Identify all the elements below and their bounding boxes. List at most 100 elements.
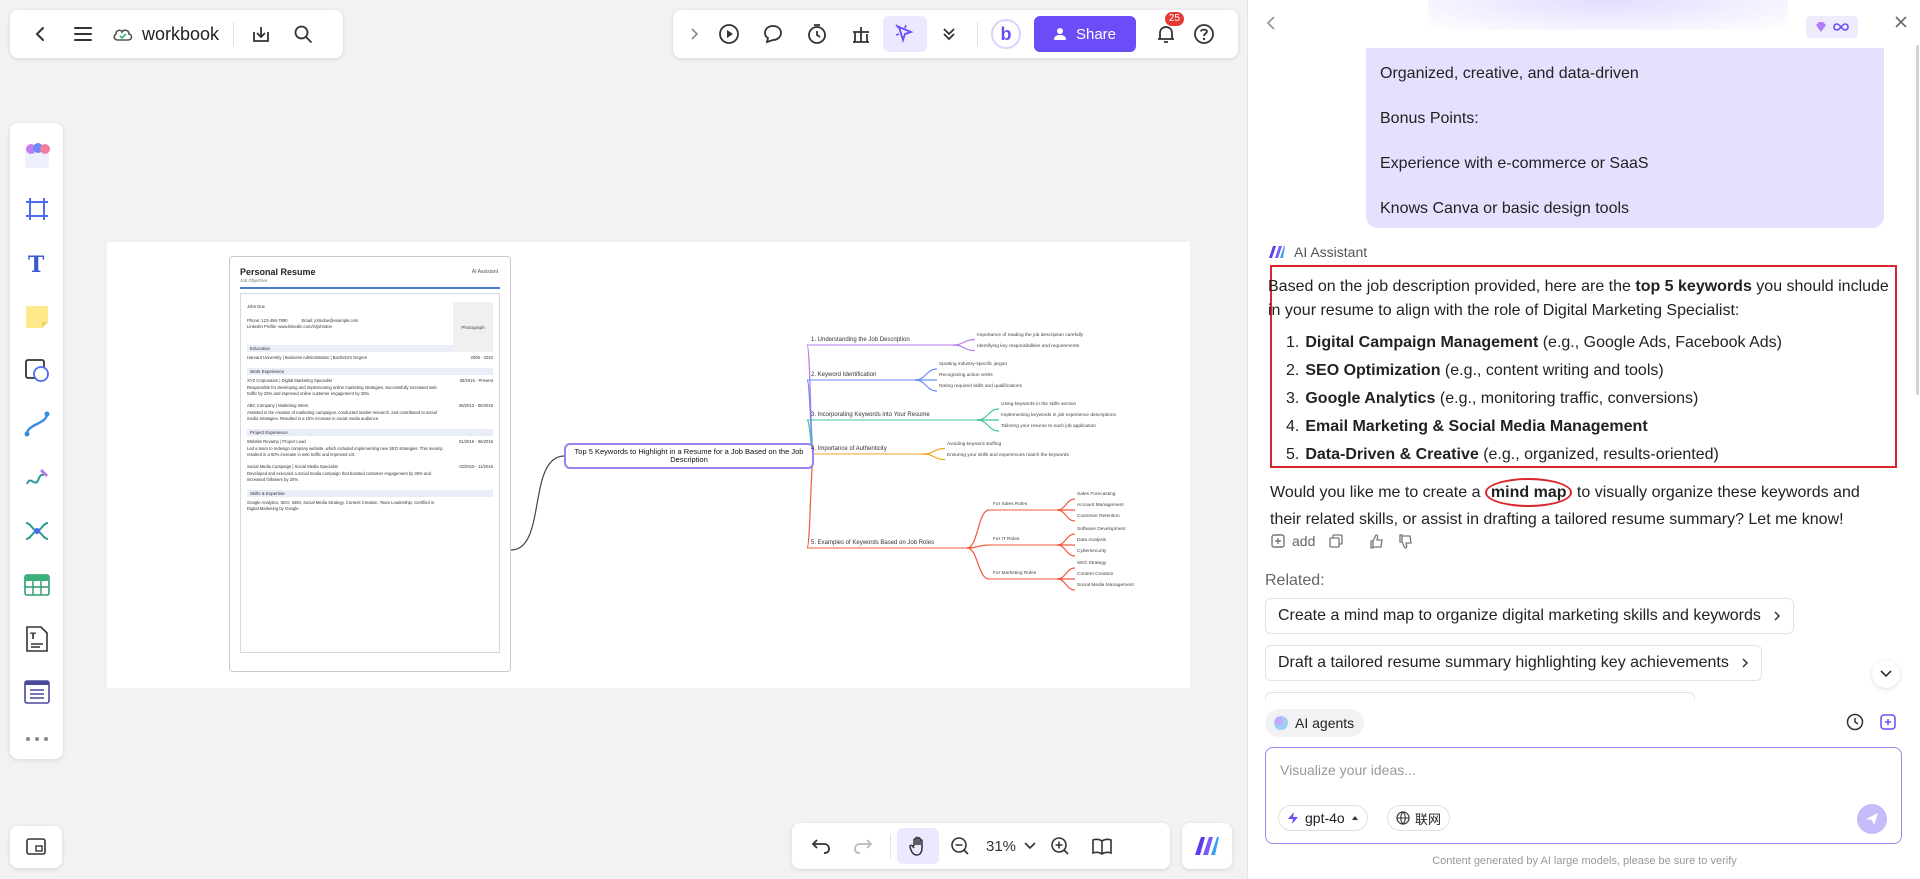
add-to-canvas-button[interactable]: add <box>1270 533 1315 549</box>
back-icon[interactable] <box>20 16 62 52</box>
resume-line: Social Media Campaign | Social Media Spe… <box>247 464 493 470</box>
hand-tool-icon[interactable] <box>897 828 939 864</box>
mindmap-leaf-node[interactable]: SEO Strategy <box>1077 561 1107 566</box>
send-button[interactable] <box>1857 804 1887 834</box>
vote-icon[interactable] <box>839 16 883 52</box>
connector-icon[interactable] <box>15 397 59 451</box>
mindmap-leaf-node[interactable]: Noting required skills and qualification… <box>939 384 1022 389</box>
mindmap-group-connector <box>966 544 990 549</box>
follow-cursor-icon[interactable] <box>883 16 927 52</box>
mindmap-root-node[interactable]: Top 5 Keywords to Highlight in a Resume … <box>564 443 814 469</box>
sticky-note-icon[interactable] <box>15 290 59 344</box>
mindmap-branch-node[interactable]: 4. Importance of Authenticity <box>811 446 887 452</box>
mindmap-leaf-node[interactable]: Spotting industry-specific jargon <box>939 362 1007 367</box>
mindmap-leaf-node[interactable]: Avoiding keyword stuffing <box>947 441 1002 447</box>
ai-agents-button[interactable]: AI agents <box>1265 709 1365 737</box>
thumbs-down-icon[interactable] <box>1398 533 1413 549</box>
mindmap-leaf-node[interactable]: Implementing keywords in job experience … <box>1001 413 1116 418</box>
share-button[interactable]: Share <box>1034 16 1136 52</box>
mindmap-branch-node[interactable]: 5. Examples of Keywords Based on Job Rol… <box>811 540 935 546</box>
mindmap-leaf-node[interactable]: Account Management <box>1077 503 1124 508</box>
zoom-level[interactable]: 31% <box>985 837 1017 855</box>
copy-icon[interactable] <box>1329 534 1344 548</box>
canvas-board[interactable]: Personal Resume Job Objective AI Assista… <box>107 242 1190 688</box>
zoom-in-icon[interactable] <box>1039 828 1081 864</box>
resume-name: John Doe <box>247 304 265 309</box>
top-left-toolbar: workbook <box>10 10 343 58</box>
present-icon[interactable] <box>707 16 751 52</box>
more-chevrons-icon[interactable] <box>927 16 971 52</box>
redo-icon[interactable] <box>842 828 884 864</box>
history-icon[interactable] <box>1846 713 1864 731</box>
minimap-button[interactable] <box>10 826 62 868</box>
list-icon[interactable] <box>15 666 59 720</box>
mindmap-leaf-node[interactable]: Sales Forecasting <box>1077 492 1116 497</box>
mindmap-group-node[interactable]: For Marketing Roles <box>993 571 1037 576</box>
download-icon[interactable] <box>240 16 282 52</box>
pen-icon[interactable] <box>15 451 59 505</box>
search-icon[interactable] <box>282 16 324 52</box>
panel-scrollbar[interactable] <box>1916 45 1919 395</box>
web-search-toggle[interactable]: 联网 <box>1387 805 1451 831</box>
resume-section-title: Education <box>247 345 493 352</box>
frame-icon[interactable] <box>15 183 59 237</box>
mindmap-branch-node[interactable]: 3. Incorporating Keywords into Your Resu… <box>811 412 930 418</box>
more-tools-icon[interactable] <box>15 719 59 759</box>
undo-icon[interactable] <box>800 828 842 864</box>
scroll-down-button[interactable] <box>1872 660 1900 688</box>
collaborator-avatar[interactable]: b <box>984 16 1028 52</box>
chat-input[interactable] <box>1280 762 1840 778</box>
resume-body: John Doe Phone: 123-456-7890 Email: john… <box>240 293 500 653</box>
resume-line-text: Harvard University | Business Administra… <box>247 355 368 360</box>
mindmap-group-node[interactable]: For Sales Roles <box>993 502 1028 507</box>
shape-icon[interactable] <box>15 344 59 398</box>
panel-back-icon[interactable] <box>1263 14 1281 32</box>
model-selector[interactable]: gpt-4o <box>1278 805 1368 831</box>
mindmap-leaf-node[interactable]: Importance of reading the job descriptio… <box>977 332 1084 338</box>
unlimited-badge[interactable] <box>1806 16 1858 38</box>
mindmap-leaf-node[interactable]: Using keywords in the skills section <box>1001 402 1077 407</box>
comment-icon[interactable] <box>751 16 795 52</box>
expand-toolbar-icon[interactable] <box>681 16 707 52</box>
mindmap-branch-node[interactable]: 1. Understanding the Job Description <box>811 337 910 343</box>
resume-card[interactable]: Personal Resume Job Objective AI Assista… <box>229 256 511 672</box>
related-suggestion-2[interactable]: Draft a tailored resume summary highligh… <box>1265 645 1762 681</box>
mindmap-branch-node[interactable]: 2. Keyword Identification <box>811 372 877 378</box>
new-chat-icon[interactable] <box>1879 713 1897 731</box>
keyword-example: (e.g., monitoring traffic, conversions) <box>1435 390 1699 407</box>
mindmap-leaf-node[interactable]: Data Analysis <box>1077 538 1107 543</box>
ai-assistant-button[interactable] <box>1182 823 1232 869</box>
zoom-out-icon[interactable] <box>939 828 981 864</box>
mindmap-leaf-node[interactable]: Cybersecurity <box>1077 549 1107 554</box>
mindmap-leaf-node[interactable]: Software Development <box>1077 527 1126 532</box>
close-icon[interactable] <box>1893 14 1909 30</box>
mindmap-leaf-node[interactable]: Identifying key responsibilities and req… <box>977 343 1080 349</box>
text-document-icon[interactable]: T <box>15 612 59 666</box>
text-icon[interactable]: T <box>15 236 59 290</box>
answer-actions: add <box>1270 533 1413 549</box>
related-suggestion-1[interactable]: Create a mind map to organize digital ma… <box>1265 598 1794 634</box>
mindmap-leaf-node[interactable]: Social Media Management <box>1077 583 1134 588</box>
mindmap-leaf-node[interactable]: Recognizing action verbs <box>939 373 993 378</box>
chevron-down-icon[interactable] <box>1021 842 1039 850</box>
notifications-button[interactable]: 25 <box>1144 12 1188 52</box>
mindmap-group-node[interactable]: For IT Roles <box>993 537 1020 542</box>
menu-icon[interactable] <box>62 16 104 52</box>
mindmap-icon[interactable] <box>15 505 59 559</box>
avatar: b <box>991 19 1021 49</box>
help-icon[interactable] <box>1188 16 1220 52</box>
templates-icon[interactable] <box>15 129 59 183</box>
thumbs-up-icon[interactable] <box>1369 533 1384 549</box>
ai-assistant-panel: Organized, creative, and data-driven Bon… <box>1247 0 1920 879</box>
keyword-name: Digital Campaign Management <box>1305 334 1539 351</box>
mindmap-leaf-node[interactable]: Customer Retention <box>1077 514 1120 519</box>
document-title[interactable]: workbook <box>104 24 227 45</box>
mindmap-leaf-node[interactable]: Content Creation <box>1077 572 1114 577</box>
mindmap-leaf-node[interactable]: Ensuring your skills and experiences mat… <box>947 452 1069 458</box>
reading-mode-icon[interactable] <box>1081 828 1123 864</box>
mindmap-leaf-node[interactable]: Tailoring your resume to each job applic… <box>1001 424 1096 429</box>
table-icon[interactable] <box>15 558 59 612</box>
related-suggestion-partial[interactable] <box>1265 692 1695 700</box>
timer-icon[interactable] <box>795 16 839 52</box>
